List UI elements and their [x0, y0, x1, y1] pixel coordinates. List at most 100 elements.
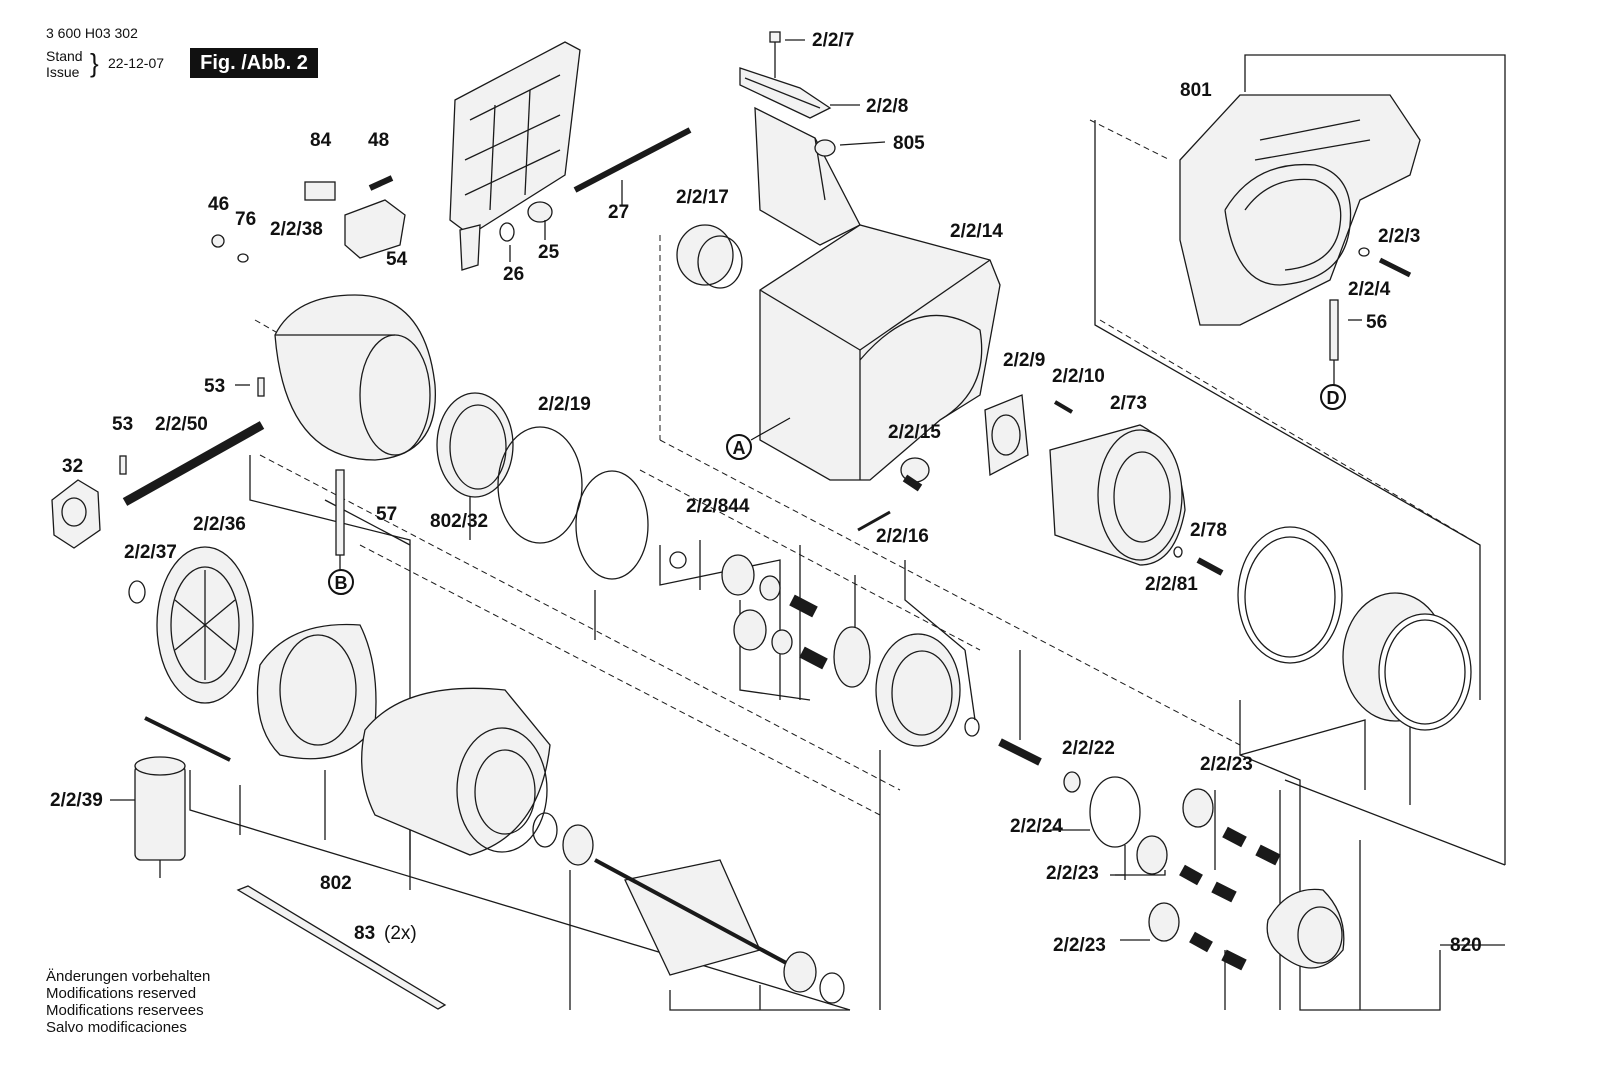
- part-seal-ring: [1237, 526, 1343, 664]
- part-clip-84: [304, 181, 336, 201]
- label-278: 2/78: [1190, 520, 1227, 541]
- part-ring-housing: [1342, 592, 1472, 731]
- part-screw-2215: [900, 457, 930, 492]
- label-2239: 2/2/39: [50, 790, 103, 811]
- part-stator: [361, 687, 551, 856]
- leader-ticks: [110, 39, 1362, 876]
- reference-markers: A B D: [328, 384, 1346, 595]
- part-rod-27: [573, 127, 692, 193]
- part-ring-80232: [436, 392, 514, 498]
- label-273: 2/73: [1110, 393, 1147, 414]
- label-2210: 2/2/10: [1052, 366, 1105, 387]
- part-shaft-2250: [122, 421, 265, 506]
- label-2223-bottom: 2/2/23: [1053, 935, 1106, 956]
- part-ring-2219: [497, 426, 649, 580]
- label-80232: 802/32: [430, 511, 488, 532]
- label-56: 56: [1366, 312, 1387, 333]
- part-spring-26: [499, 222, 515, 242]
- label-83-quantity: (2x): [384, 923, 417, 944]
- label-228: 2/2/8: [866, 96, 908, 117]
- part-cover-805: [754, 106, 861, 246]
- label-27: 27: [608, 202, 629, 223]
- part-cable-tie-83: [236, 885, 447, 1010]
- part-planet-carrier-820: [1266, 888, 1345, 969]
- label-2281: 2/2/81: [1145, 574, 1198, 595]
- label-25: 25: [538, 242, 560, 263]
- label-54: 54: [386, 249, 408, 270]
- part-armature: [594, 858, 791, 976]
- part-screw-2210: [1053, 400, 1074, 414]
- part-bracket-228: [739, 67, 832, 119]
- label-229: 2/2/9: [1003, 350, 1045, 371]
- part-screw-223: [1358, 247, 1412, 278]
- part-switch-2238: [344, 199, 406, 259]
- document-number: 3 600 H03 302: [46, 25, 138, 41]
- label-802: 802: [320, 873, 352, 894]
- part-capacitor-2239: [134, 716, 231, 878]
- part-washer-76: [237, 253, 249, 263]
- label-2223-mid: 2/2/23: [1046, 863, 1099, 884]
- part-bearing-rear: [783, 951, 845, 1004]
- marker-b-text: B: [335, 573, 348, 593]
- note-en: Modifications reserved: [46, 985, 197, 1002]
- part-bearing-front: [532, 812, 594, 866]
- label-2223-top: 2/2/23: [1200, 754, 1253, 775]
- label-227: 2/2/7: [812, 30, 854, 51]
- part-ring-gear: [875, 633, 961, 747]
- part-plate-229: [984, 394, 1029, 477]
- part-bushing-25: [527, 201, 553, 223]
- marker-d-text: D: [1327, 388, 1340, 408]
- marker-a: A: [726, 417, 791, 460]
- brace-glyph: }: [90, 48, 99, 78]
- part-cone-273: [1049, 424, 1186, 566]
- part-nut-32: [51, 479, 101, 549]
- marker-b: B: [328, 569, 354, 595]
- label-2214: 2/2/14: [950, 221, 1003, 242]
- issue-date: 22-12-07: [108, 55, 165, 71]
- label-46: 46: [208, 194, 229, 215]
- note-es: Salvo modificaciones: [46, 1019, 187, 1036]
- part-pinion: [964, 717, 1042, 766]
- part-fan-housing: [256, 623, 377, 760]
- label-76: 76: [235, 209, 256, 230]
- part-pin-2216: [857, 510, 891, 532]
- assembly-axis-lines: [254, 119, 1481, 816]
- label-2237: 2/2/37: [124, 542, 177, 563]
- label-2224: 2/2/24: [1010, 816, 1063, 837]
- label-2216: 2/2/16: [876, 526, 929, 547]
- part-fan-2236: [156, 546, 254, 704]
- part-planet-stage: [1063, 771, 1281, 971]
- bracket-lines: [189, 54, 1506, 1011]
- label-57: 57: [376, 504, 397, 525]
- label-2219: 2/2/19: [538, 394, 591, 415]
- note-de: Änderungen vorbehalten: [46, 968, 211, 985]
- part-washer-2237: [128, 580, 146, 604]
- part-gears-22844: [669, 551, 871, 688]
- label-2238: 2/2/38: [270, 219, 323, 240]
- part-gearbox-housing-2214: [759, 224, 1001, 481]
- label-26: 26: [503, 264, 524, 285]
- label-820: 820: [1450, 935, 1482, 956]
- part-screw-227: [769, 31, 781, 78]
- label-2222: 2/2/22: [1062, 738, 1115, 759]
- stand-label: Stand: [46, 48, 83, 64]
- label-801: 801: [1180, 80, 1212, 101]
- label-2217: 2/2/17: [676, 187, 729, 208]
- label-22844: 2/2/844: [686, 496, 750, 517]
- figure-tag: Fig. /Abb. 2: [190, 48, 318, 78]
- label-32: 32: [62, 456, 83, 477]
- part-screw-46: [211, 234, 225, 248]
- part-housing-801: [1179, 94, 1421, 326]
- part-bushing-2217: [676, 224, 743, 289]
- part-pin-57: [335, 469, 345, 556]
- marker-a-text: A: [733, 438, 746, 458]
- parts-drawing: [51, 31, 1506, 1011]
- label-84: 84: [310, 130, 332, 151]
- label-53-lower: 53: [112, 414, 133, 435]
- part-screw-278: [1173, 546, 1224, 576]
- part-motor-housing: [274, 294, 436, 461]
- label-53-upper: 53: [204, 376, 225, 397]
- label-48: 48: [368, 130, 389, 151]
- label-224: 2/2/4: [1348, 279, 1391, 300]
